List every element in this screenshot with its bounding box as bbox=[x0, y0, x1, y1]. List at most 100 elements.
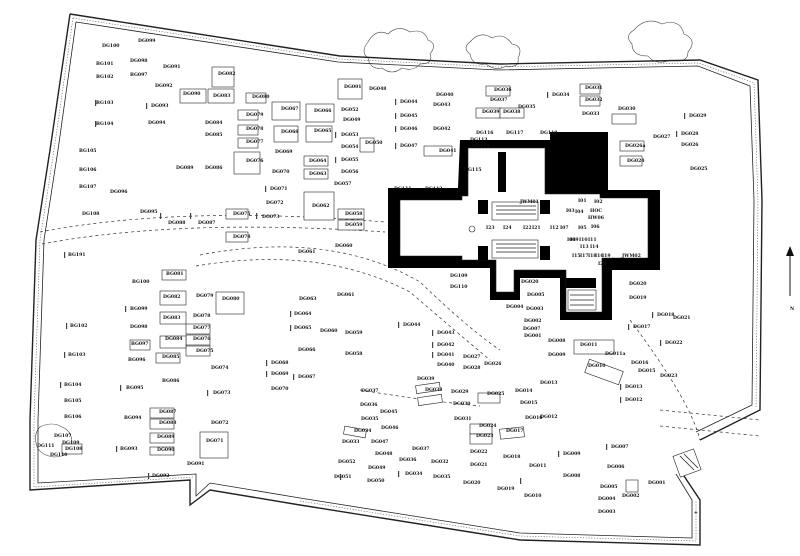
grave-label: DG007 bbox=[523, 326, 541, 332]
grave-label: DG007 bbox=[611, 444, 629, 450]
grave-label: DG082 bbox=[163, 294, 181, 300]
grave-label: DG013 bbox=[540, 380, 558, 386]
grave-label: DG012 bbox=[540, 414, 558, 420]
grave-label: DG038 bbox=[425, 387, 443, 393]
grave-label: BG104 bbox=[64, 382, 82, 388]
grave-label: DG088 bbox=[159, 420, 177, 426]
grave-label: JWM02 bbox=[621, 253, 641, 259]
grave-label: DG087 bbox=[198, 220, 216, 226]
grave-label: DG005 bbox=[600, 484, 618, 490]
grave-label: I13 bbox=[580, 244, 589, 250]
grave-label: DG039 bbox=[417, 376, 435, 382]
grave-label: DG086 bbox=[205, 165, 223, 171]
grave-markers bbox=[60, 92, 686, 484]
grave-label: DG030 bbox=[453, 401, 471, 407]
grave-label: DG064 bbox=[294, 311, 312, 317]
grave-label: DG111 bbox=[394, 186, 412, 192]
church bbox=[388, 132, 660, 320]
grave-label: DG033 bbox=[582, 111, 600, 117]
grave-label: I10 bbox=[579, 237, 588, 243]
grave-label: BG097 bbox=[130, 72, 147, 78]
grave-label: DG040 bbox=[437, 362, 455, 368]
grave-label: DG094 bbox=[148, 120, 166, 126]
grave-label: DG035 bbox=[518, 104, 536, 110]
grave-label: DG035 bbox=[361, 416, 379, 422]
grave-label: DG015 bbox=[520, 400, 538, 406]
grave-label: DG063 bbox=[309, 171, 327, 177]
grave-label: DG037 bbox=[490, 97, 508, 103]
grave-label: BG102 bbox=[70, 323, 87, 329]
grave-label: I22 bbox=[523, 225, 532, 231]
grave-label: DG093 bbox=[151, 103, 169, 109]
grave-label: DG017 bbox=[506, 428, 524, 434]
grave-label: I19 bbox=[602, 253, 611, 259]
grave-label: BG106 bbox=[64, 414, 81, 420]
grave-label: DG070 bbox=[271, 386, 289, 392]
grave-label: DG046 bbox=[400, 126, 418, 132]
grave-label: DG020 bbox=[463, 480, 481, 486]
grave-label: DG118 bbox=[540, 130, 558, 136]
grave-label: DG032 bbox=[431, 459, 449, 465]
grave-label: DG021 bbox=[470, 462, 488, 468]
grave-label: DG042 bbox=[437, 342, 455, 348]
grave-label: DG019 bbox=[497, 486, 515, 492]
grave-label: DG024 bbox=[627, 158, 645, 164]
grave-label: DG088 bbox=[168, 220, 186, 226]
grave-label: DG092 bbox=[155, 83, 173, 89]
grave-label: I17 bbox=[580, 253, 589, 259]
grave-label: DG015 bbox=[638, 368, 656, 374]
grave-label: DG068 bbox=[271, 360, 289, 366]
grave-label: DG009 bbox=[548, 352, 566, 358]
grave-label: I01 bbox=[578, 198, 587, 204]
grave-label: DG029 bbox=[451, 389, 469, 395]
grave-label: DG050 bbox=[365, 140, 383, 146]
grave-label: DG085 bbox=[162, 354, 180, 360]
grave-label: DG112 bbox=[425, 186, 443, 192]
grave-label: DG028 bbox=[681, 131, 699, 137]
grave-label: DG049 bbox=[368, 465, 386, 471]
grave-label: DG071 bbox=[270, 186, 288, 192]
grave-label: DG044 bbox=[403, 322, 421, 328]
grave-label: DG110 bbox=[450, 284, 468, 290]
grave-label: I23 bbox=[486, 225, 495, 231]
grave-label: DG025 bbox=[487, 391, 505, 397]
grave-label: DG060 bbox=[320, 328, 338, 334]
grave-label: DG045 bbox=[380, 409, 398, 415]
grave-label: DG074 bbox=[211, 365, 229, 371]
grave-label: DG061 bbox=[337, 292, 355, 298]
grave-label: I09 bbox=[570, 237, 579, 243]
grave-label: DG092 bbox=[152, 473, 170, 479]
grave-label: DG039 bbox=[482, 109, 500, 115]
grave-label: BG101 bbox=[96, 61, 113, 67]
grave-label: DG009 bbox=[563, 451, 581, 457]
grave-label: I02 bbox=[594, 199, 603, 205]
grave-label: DG025 bbox=[690, 166, 708, 172]
grave-label: DG059 bbox=[345, 330, 363, 336]
grave-label: DG109 bbox=[62, 440, 80, 446]
north-arrow bbox=[786, 246, 794, 296]
grave-label: DG075 bbox=[233, 211, 251, 217]
grave-label: I16 bbox=[595, 253, 604, 259]
grave-label: BG096 bbox=[128, 357, 145, 363]
grave-label: DG091 bbox=[187, 461, 205, 467]
grave-label: BG106 bbox=[79, 167, 96, 173]
grave-label: DG034 bbox=[405, 471, 423, 477]
grave-label: DG047 bbox=[400, 143, 418, 149]
grave-label: DG038 bbox=[503, 109, 521, 115]
grave-label: BG105 bbox=[64, 398, 81, 404]
grave-label: DG002 bbox=[622, 493, 640, 499]
grave-label: DG056 bbox=[341, 169, 359, 175]
grave-label: DG010 bbox=[588, 363, 606, 369]
grave-label: DG026a bbox=[625, 143, 645, 149]
grave-label: BG103 bbox=[96, 100, 113, 106]
grave-label: I08 bbox=[567, 237, 576, 243]
grave-label: BG095 bbox=[126, 385, 143, 391]
grave-label: I21 bbox=[532, 225, 541, 231]
grave-label: DG084 bbox=[205, 120, 223, 126]
grave-label: DG053 bbox=[341, 132, 359, 138]
pews bbox=[491, 201, 597, 311]
grave-label: DG031 bbox=[454, 416, 472, 422]
grave-label: DG068 bbox=[281, 129, 299, 135]
grave-label: DG005 bbox=[527, 292, 545, 298]
grave-label: DG072 bbox=[266, 200, 284, 206]
